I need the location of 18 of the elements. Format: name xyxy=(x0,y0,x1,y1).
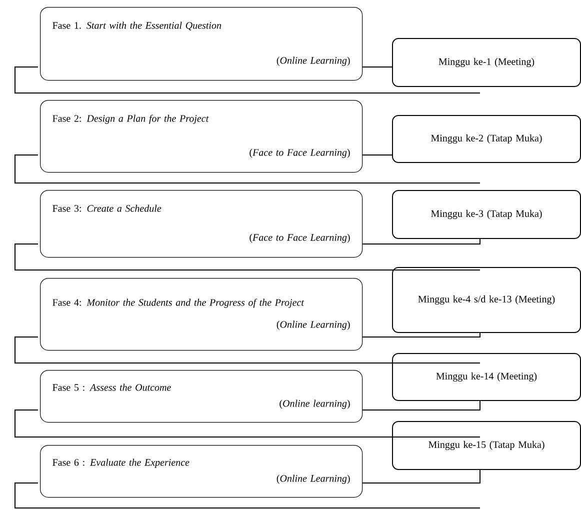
week-box: Minggu ke-1 (Meeting) xyxy=(392,38,581,87)
phase-box: Fase 5 : Assess the Outcome (Online learning) xyxy=(40,370,363,423)
phase-box: Fase 3: Create a Schedule (Face to Face Learning) xyxy=(40,190,363,258)
phase-box: Fase 6 : Evaluate the Experience (Online Learning) xyxy=(40,445,363,498)
week-box: Minggu ke-14 (Meeting) xyxy=(392,353,581,401)
connector-line xyxy=(362,238,480,244)
phase-box: Fase 2: Design a Plan for the Project (Face to Face Learning) xyxy=(40,100,363,173)
week-box: Minggu ke-3 (Tatap Muka) xyxy=(392,190,581,239)
connector-line xyxy=(362,332,480,338)
week-box: Minggu ke-15 (Tatap Muka) xyxy=(392,421,581,470)
week-box: Minggu ke-4 s/d ke-13 (Meeting) xyxy=(392,267,581,333)
connector-line xyxy=(362,400,480,410)
week-box: Minggu ke-2 (Tatap Muka) xyxy=(392,115,581,163)
phase-box: Fase 4: Monitor the Students and the Progress of the Project (Online Learning) xyxy=(40,278,363,351)
connector-line xyxy=(362,470,480,484)
connector-line xyxy=(362,66,392,68)
connector-line xyxy=(362,154,392,156)
phase-box: Fase 1. Start with the Essential Question (Online Learning) xyxy=(40,7,363,81)
